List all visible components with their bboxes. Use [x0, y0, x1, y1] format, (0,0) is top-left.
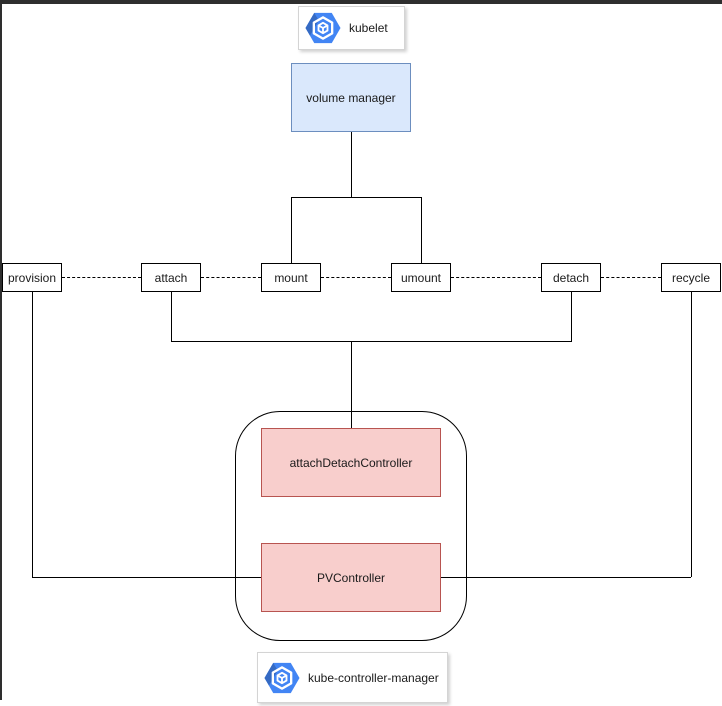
connector-provision-attach-dashed — [62, 277, 141, 278]
connector-attach-down — [171, 292, 172, 341]
connector-branch-horizontal — [291, 197, 422, 198]
controller-group-outline — [235, 411, 467, 641]
connector-detach-down — [571, 292, 572, 341]
connector-provision-to-pv — [32, 577, 261, 578]
frame-top-edge — [0, 0, 722, 4]
attach-detach-controller-label: attachDetachController — [289, 455, 413, 470]
node-mount: mount — [261, 263, 321, 292]
node-attach: attach — [141, 263, 201, 292]
volume-manager-label: volume manager — [306, 90, 396, 105]
connector-detach-recycle-dashed — [601, 277, 661, 278]
connector-provision-down — [32, 292, 33, 577]
connector-recycle-to-pv — [441, 577, 691, 578]
connector-volume-manager-down — [351, 132, 352, 197]
node-detach: detach — [541, 263, 601, 292]
connector-branch-to-mount — [291, 197, 292, 263]
node-provision: provision — [2, 263, 62, 292]
connector-recycle-down — [691, 292, 692, 577]
kubelet-label: kubelet — [349, 21, 388, 35]
node-pv-controller: PVController — [261, 543, 441, 612]
connector-attach-detach-bus — [171, 341, 572, 342]
node-recycle: recycle — [661, 263, 721, 292]
connector-mount-umount-dashed — [321, 277, 391, 278]
detach-label: detach — [552, 270, 590, 285]
pv-controller-label: PVController — [316, 570, 386, 585]
node-kubelet: kubelet — [298, 6, 405, 50]
node-kube-controller-manager: kube-controller-manager — [257, 652, 448, 703]
umount-label: umount — [400, 270, 442, 285]
kubernetes-icon — [264, 662, 300, 693]
kube-controller-manager-label: kube-controller-manager — [308, 670, 439, 685]
node-umount: umount — [391, 263, 451, 292]
connector-bus-to-adc — [351, 341, 352, 428]
attach-label: attach — [154, 270, 188, 285]
recycle-label: recycle — [671, 270, 710, 285]
connector-umount-detach-dashed — [451, 277, 541, 278]
provision-label: provision — [7, 270, 57, 285]
connector-attach-mount-dashed — [201, 277, 261, 278]
connector-branch-to-umount — [421, 197, 422, 263]
node-attach-detach-controller: attachDetachController — [261, 428, 441, 497]
node-volume-manager: volume manager — [291, 63, 411, 132]
kubernetes-icon — [305, 12, 341, 44]
frame-left-edge — [0, 0, 2, 700]
mount-label: mount — [274, 270, 308, 285]
